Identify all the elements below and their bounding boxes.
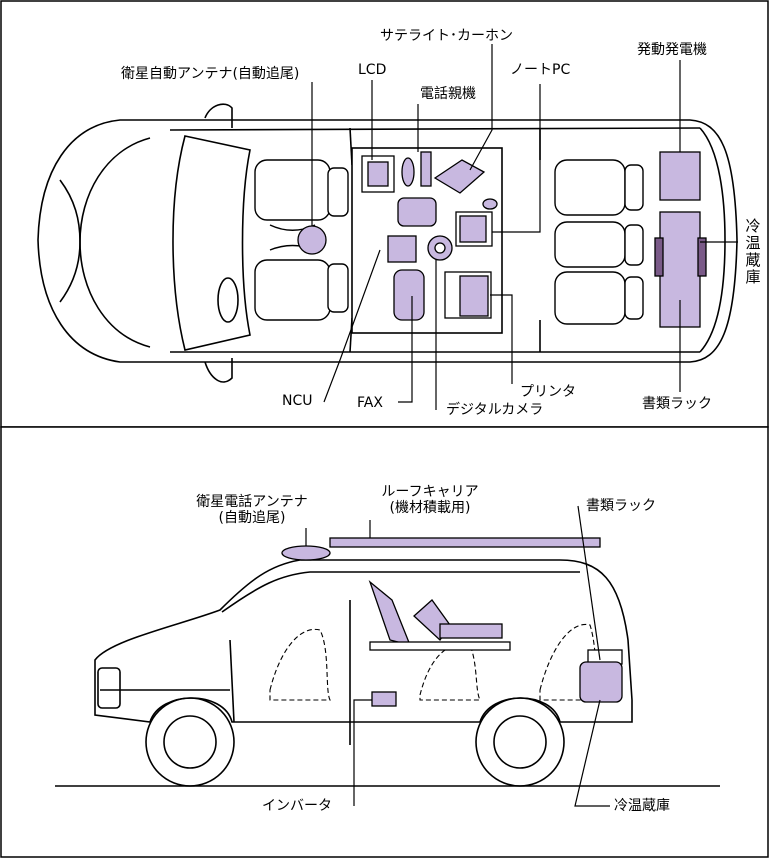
top-leader-lines: [311, 44, 738, 410]
fax-machine: [393, 269, 425, 321]
satellite-phone-antenna-dome: [281, 545, 331, 561]
label-satellite-phone-antenna: 衛星電話アンテナ (自動追尾): [172, 494, 332, 526]
label-roof-carrier-line2: (機材積載用): [389, 500, 471, 516]
side-refrigerator: [579, 661, 623, 703]
label-digital-camera: デジタルカメラ: [446, 402, 544, 418]
side-leader-lines: [305, 505, 610, 807]
side-desk: [369, 641, 511, 651]
ncu-unit: [387, 235, 417, 263]
satellite-antenna-dome: [297, 225, 327, 255]
side-equipment: [281, 537, 623, 707]
label-document-rack-top: 書類ラック: [642, 396, 712, 412]
label-satellite-antenna: 衛星自動アンテナ(自動追尾): [121, 66, 300, 82]
label-generator: 発動発電機: [637, 42, 707, 58]
label-notebook-pc: ノートPC: [510, 62, 571, 78]
label-satellite-phone-antenna-line1: 衛星電話アンテナ: [196, 494, 308, 510]
rear-seats: [554, 159, 644, 325]
label-satellite-phone-antenna-line2: (自動追尾): [218, 510, 286, 526]
label-refrigerator-top: 冷温蔵庫: [745, 217, 761, 286]
label-printer: プリンタ: [520, 384, 576, 400]
phone-handset: [420, 151, 432, 187]
label-refrigerator-side: 冷温蔵庫: [614, 798, 670, 814]
label-phone-base: 電話親機: [420, 86, 476, 102]
generator: [659, 151, 701, 201]
label-roof-carrier: ルーフキャリア (機材積載用): [350, 484, 510, 516]
phone-base-unit: [397, 197, 437, 227]
top-view-vehicle: [37, 103, 738, 383]
label-document-rack-side: 書類ラック: [586, 498, 656, 514]
label-inverter: インバータ: [262, 798, 332, 814]
label-fax: FAX: [357, 395, 383, 411]
label-lcd: LCD: [358, 62, 387, 78]
top-equipment: [297, 151, 707, 328]
label-roof-carrier-line1: ルーフキャリア: [381, 484, 479, 500]
label-ncu: NCU: [282, 393, 313, 409]
roof-carrier: [329, 537, 601, 548]
inverter: [371, 691, 397, 707]
label-satellite-phone: サテライト･カーホン: [380, 28, 513, 44]
satellite-car-phone: [433, 159, 486, 194]
side-view-vehicle: [55, 559, 720, 787]
